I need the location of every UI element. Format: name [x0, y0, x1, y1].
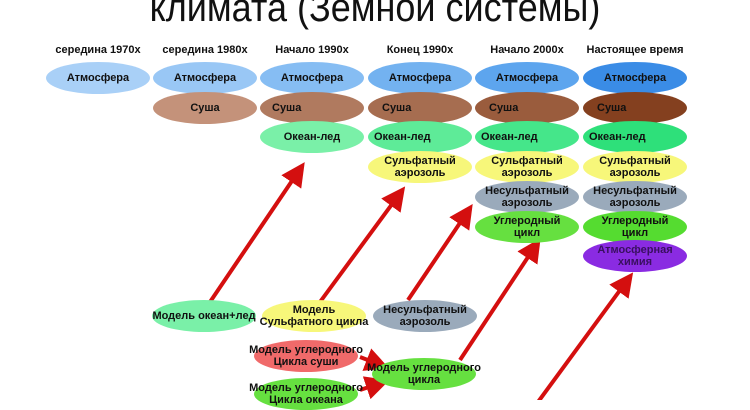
ocean-ice-ellipse: Океан-лед — [583, 121, 687, 153]
ocean-ice-ellipse: Океан-лед — [260, 121, 364, 153]
arrow — [318, 186, 406, 304]
arrow — [536, 272, 634, 400]
land-ellipse: Суша — [583, 92, 687, 124]
land-ellipse: Суша — [475, 92, 579, 124]
land-ellipse: Суша — [368, 92, 472, 124]
atmosphere-ellipse: Атмосфера — [153, 62, 257, 94]
atmosphere-ellipse: Атмосфера — [368, 62, 472, 94]
slide-title: климата (Земной системы) — [149, 0, 601, 30]
ocean-ice-ellipse: Океан-лед — [475, 121, 579, 153]
arrow — [458, 237, 541, 362]
period-header: Настоящее время — [586, 44, 684, 56]
ocean-ice-model-ellipse: Модель океан+лед — [152, 300, 256, 332]
atmosphere-ellipse: Атмосфера — [583, 62, 687, 94]
arrow — [359, 376, 390, 400]
period-header: Начало 1990х — [275, 44, 349, 56]
arrows-layer — [208, 162, 634, 400]
period-header: Конец 1990х — [386, 44, 454, 56]
arrow — [406, 204, 473, 302]
land-ellipse: Суша — [260, 92, 364, 124]
atmosphere-ellipse: Атмосфера — [475, 62, 579, 94]
period-header: Начало 2000х — [490, 44, 564, 56]
period-header: середина 1970х — [55, 44, 141, 56]
arrow — [359, 348, 390, 371]
arrow — [208, 162, 305, 304]
land-ellipse: Суша — [153, 92, 257, 124]
atmosphere-ellipse: Атмосфера — [260, 62, 364, 94]
atmosphere-ellipse: Атмосфера — [46, 62, 150, 94]
ocean-ice-ellipse: Океан-лед — [368, 121, 472, 153]
period-header: середина 1980х — [162, 44, 248, 56]
